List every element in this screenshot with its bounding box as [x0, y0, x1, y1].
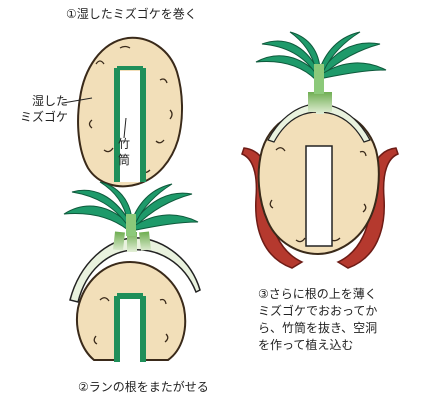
tube-label: 竹 筒 — [116, 136, 132, 168]
moss-label-line2: ミズゴケ — [20, 110, 69, 124]
step3-line2: ミズゴケでおおってか — [258, 304, 378, 318]
step1-illustration — [62, 36, 184, 188]
step2-illustration — [63, 181, 201, 362]
tube-label-line2: 筒 — [117, 153, 130, 167]
step2-caption: ②ランの根をまたがせる — [78, 380, 209, 394]
cavity — [305, 145, 333, 247]
step3-root-wrap — [267, 103, 371, 143]
bamboo-tube-icon — [114, 66, 146, 182]
step3-line3: ら、竹筒を抜き、空洞 — [258, 321, 378, 335]
step3-caption: ③さらに根の上を薄く ミズゴケでおおってか ら、竹筒を抜き、空洞 を作って植え込… — [258, 286, 377, 354]
tube-label-line1: 竹 — [117, 137, 130, 151]
orchid-plant-icon — [63, 181, 199, 236]
step3-line1: ③さらに根の上を薄く — [258, 287, 377, 301]
bamboo-tube-icon — [114, 293, 146, 362]
moss-label: 湿した ミズゴケ — [20, 93, 68, 125]
moss-label-line1: 湿した — [32, 94, 69, 108]
step3-line4: を作って植え込む — [258, 338, 354, 352]
moss-leader-line — [62, 97, 93, 104]
tube-leader-line — [123, 117, 127, 139]
step1-caption: ①湿したミズゴケを巻く — [66, 7, 197, 21]
step3-illustration — [241, 31, 399, 269]
orchid-plant-icon — [255, 31, 387, 94]
step2-root-fan — [69, 237, 201, 303]
